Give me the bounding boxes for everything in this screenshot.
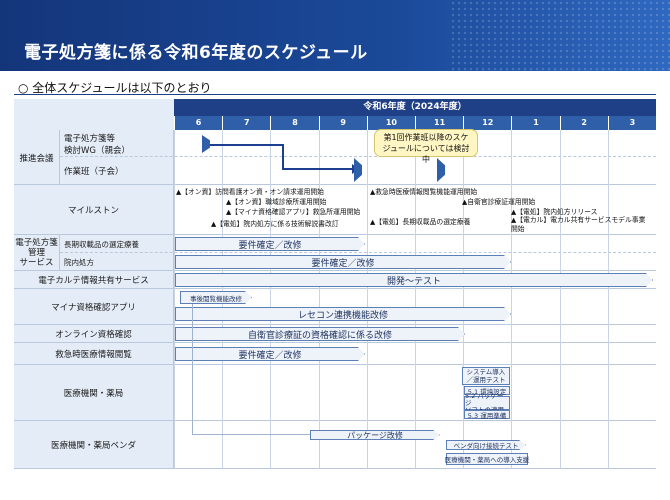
bar-vendor-test: ベンダ向け接続テスト — [446, 440, 526, 450]
month-cell: 11 — [415, 116, 464, 130]
month-cell: 8 — [270, 116, 319, 130]
schedule-note-callout: 第1回作業班以降のスケ ジュールについては検討中 — [374, 129, 478, 164]
bar-iryo-package: 5.2 パッケージ ソフトの適用 — [464, 392, 510, 413]
iryo-package-text: 5.2 パッケージ ソフトの適用 — [465, 391, 504, 413]
row-line — [60, 130, 656, 157]
row-label-karte: 電子カルテ情報共有サービス — [14, 271, 174, 289]
bar-iryo-kankyo: 5.1 環境設定 — [464, 386, 510, 396]
month-cell: 1 — [511, 116, 560, 130]
row-label-vendor: 医療機関・薬局ベンダ — [14, 421, 174, 469]
wg-marker-june — [202, 135, 210, 153]
milestone-item: ▲【電処】院内処方リリース — [511, 208, 598, 216]
milestone-item: ▲【電処】院内処方に係る技術解説書改訂 — [211, 220, 339, 228]
milestone-item: ▲【オン資】職域診療所運用開始 — [226, 198, 327, 206]
wg-label-text: 電子処方箋等 検討WG（親会） — [64, 133, 130, 156]
milestone-item: ▲【電カル】電カル共有サービスモデル事業開始 — [511, 216, 646, 233]
month-gridline — [318, 130, 320, 469]
month-gridline — [415, 130, 416, 469]
row-line — [14, 157, 656, 185]
header-corner — [14, 99, 174, 130]
bar-karte: 開発～テスト — [175, 273, 653, 287]
month-cell: 10 — [366, 116, 415, 130]
callout-text: 第1回作業班以降のスケ ジュールについては検討中 — [382, 133, 470, 164]
subtitle-rule — [14, 94, 656, 95]
banner-pattern — [450, 0, 670, 71]
sagyohan-marker-oct — [354, 158, 362, 182]
month-gridline — [511, 130, 513, 469]
milestone-item: ▲【電処】長期収載品の選定療養 — [370, 218, 471, 226]
month-cell: 6 — [174, 116, 223, 130]
service-label-text: 電子処方箋 管理 サービス — [15, 238, 58, 268]
bar-myna-rececon: レセコン連携機能改修 — [175, 307, 511, 321]
subtitle: ○ 全体スケジュールは以下のとおり — [18, 81, 212, 95]
milestone-item: ▲救急時医療情報閲覧機能運用開始 — [370, 188, 478, 196]
bar-online: 自衛官診療証の資格確認に係る改修 — [175, 327, 465, 341]
service-sub2-text: 院内処方 — [64, 257, 94, 267]
wg-connector-h1 — [210, 144, 284, 146]
month-cell: 9 — [318, 116, 367, 130]
year-header: 令和6年度（2024年度） — [174, 99, 656, 116]
sagyohan-label-text: 作業班（子会） — [64, 167, 124, 177]
iryo-system-text: システム導入 ／運用テスト — [466, 368, 506, 384]
month-cell: 7 — [222, 116, 271, 130]
sagyohan-marker-nov — [437, 158, 445, 182]
service-sub1-text: 長期収載品の選定療養 — [64, 239, 139, 249]
month-cell: 3 — [607, 116, 656, 130]
row-line — [14, 421, 656, 469]
row-line — [14, 289, 656, 325]
row-label-service-sub2: 院内処方 — [60, 253, 174, 271]
month-gridline — [174, 130, 175, 469]
row-label-milestone: マイルストン — [14, 185, 174, 235]
row-label-kyukyu: 救急時医療情報閲覧 — [14, 343, 174, 365]
wg-connector-h2 — [282, 168, 354, 170]
row-label-suishin: 推進会議 — [14, 130, 60, 185]
bar-vendor-support: 医療機関・薬局への導入支援 — [445, 453, 529, 465]
bar-service-senteiryoyo: 要件確定／改修 — [175, 237, 365, 251]
row-line — [14, 343, 656, 365]
row-label-sagyohan: 作業班（子会） — [60, 157, 174, 185]
row-line — [14, 185, 656, 235]
connector-line — [192, 434, 310, 435]
row-line — [14, 271, 656, 289]
row-label-service-sub1: 長期収載品の選定療養 — [60, 235, 174, 253]
bar-kyukyu: 要件確定／改修 — [175, 347, 365, 361]
month-cell: 2 — [559, 116, 608, 130]
month-gridline — [559, 130, 561, 469]
bar-iryo-system: システム導入 ／運用テスト — [462, 367, 510, 385]
row-label-wg: 電子処方箋等 検討WG（親会） — [60, 130, 174, 157]
row-label-service: 電子処方箋 管理 サービス — [14, 235, 60, 271]
row-label-online: オンライン資格確認 — [14, 325, 174, 343]
title-banner: 電子処方箋に係る令和6年度のスケジュール — [0, 0, 670, 71]
bar-myna-jigo: 事後閲覧機能改修 — [180, 291, 252, 304]
wg-connector-v — [282, 144, 284, 169]
month-gridline — [607, 130, 609, 469]
milestone-item: ▲【オン資】訪問看護オン資・オン請求運用開始 — [176, 188, 324, 196]
month-gridline — [270, 130, 272, 469]
milestone-item: ▲自衛官診療証運用開始 — [462, 198, 536, 206]
month-gridline — [463, 130, 465, 469]
bar-service-innaishoho: 要件確定／改修 — [175, 255, 511, 269]
bar-vendor-package: パッケージ改修 — [310, 430, 440, 440]
month-gridline — [366, 130, 368, 469]
row-label-iryo: 医療機関・薬局 — [14, 365, 174, 421]
milestone-item: ▲【マイナ資格確認アプリ】救急所運用開始 — [226, 208, 361, 216]
row-label-mynaapp: マイナ資格確認アプリ — [14, 289, 174, 325]
month-cell: 12 — [463, 116, 512, 130]
row-line — [14, 365, 656, 421]
row-line — [60, 235, 656, 253]
row-line — [14, 325, 656, 343]
row-line — [14, 253, 656, 271]
page-title: 電子処方箋に係る令和6年度のスケジュール — [24, 43, 368, 63]
connector-line — [192, 304, 193, 434]
bar-iryo-unyo: 5.3 運用準備 — [464, 410, 510, 420]
